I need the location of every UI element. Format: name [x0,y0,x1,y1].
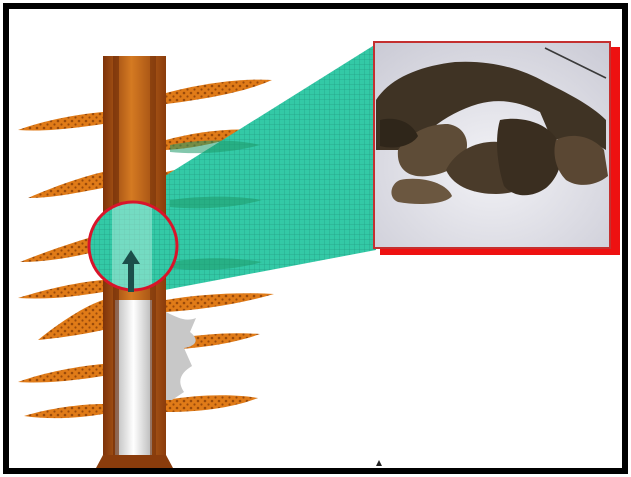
rock-fines-photo [374,42,620,255]
wellbore-interior [115,300,152,460]
